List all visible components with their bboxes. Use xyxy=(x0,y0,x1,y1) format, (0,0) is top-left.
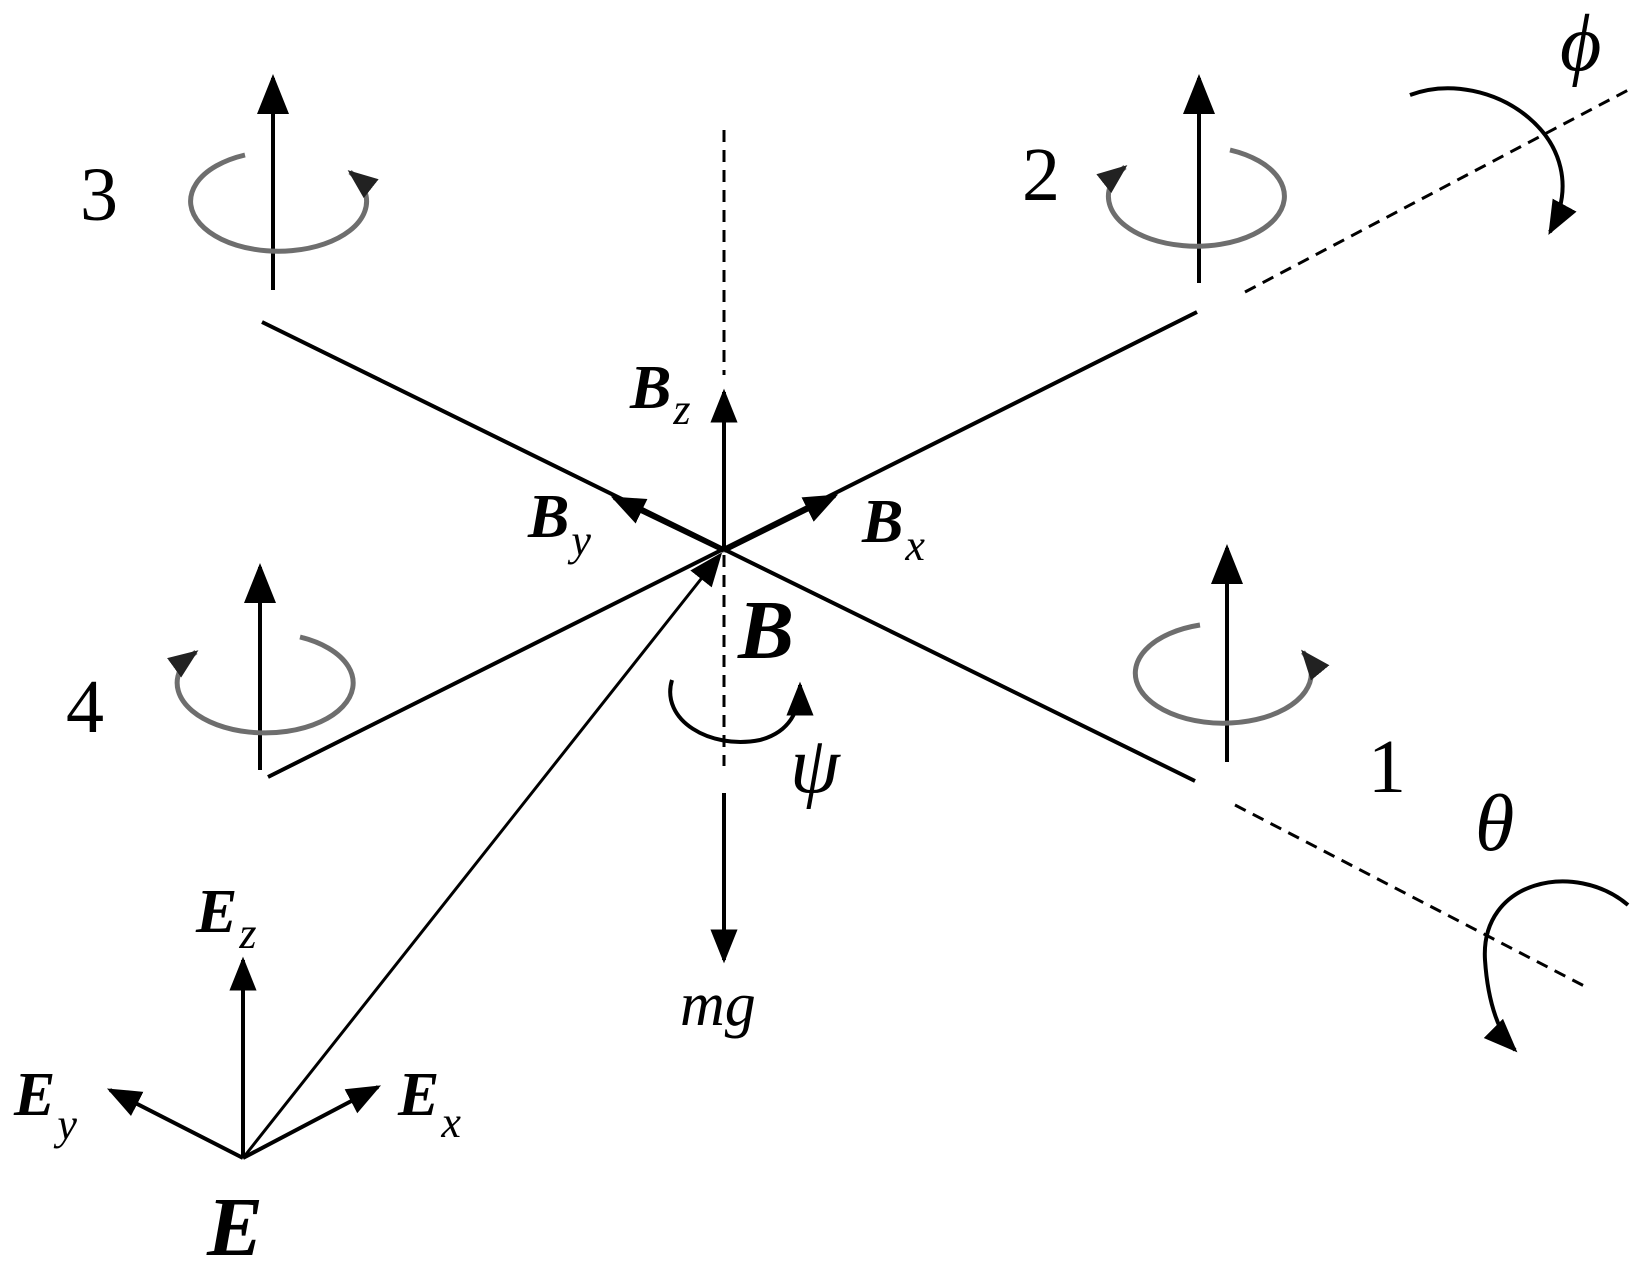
roll-rotation-arc xyxy=(1409,86,1577,235)
body-x-label: Bx xyxy=(861,488,925,570)
earth-x-axis-arrow xyxy=(242,1085,382,1160)
dashed-axes xyxy=(722,86,1633,991)
pitch-angle-label: θ xyxy=(1475,780,1514,868)
body-frame-axes xyxy=(610,388,839,553)
yaw-rotation-arc xyxy=(668,679,814,744)
body-origin-label: B xyxy=(737,584,794,677)
earth-origin-label: E xyxy=(206,1181,263,1271)
rotor-3-spin-arc xyxy=(188,152,379,254)
body-y-axis-arrow xyxy=(610,496,725,553)
rotor-1-spin-arc xyxy=(1132,622,1330,726)
body-z-label: Bz xyxy=(629,354,690,434)
rotor-4-spin-arc xyxy=(167,634,356,736)
arm-4-to-2 xyxy=(267,310,1198,779)
arm-3-to-1 xyxy=(261,320,1196,783)
roll-axis-dashed xyxy=(1244,86,1633,294)
earth-y-label: Ey xyxy=(13,1061,77,1149)
euler-rotation-arcs xyxy=(668,86,1630,1053)
rotor-1-label: 1 xyxy=(1368,725,1406,809)
gravity-label: mg xyxy=(680,971,756,1039)
quadrotor-arms xyxy=(261,310,1198,783)
rotor-3-label: 3 xyxy=(80,153,118,237)
pitch-rotation-arc xyxy=(1482,879,1630,1053)
rotor-2-label: 2 xyxy=(1022,133,1060,217)
rotor-2-spin-arc xyxy=(1096,147,1287,249)
earth-y-axis-arrow xyxy=(106,1088,244,1160)
earth-z-label: Ez xyxy=(195,878,256,958)
thrust-arrows xyxy=(244,74,1243,770)
body-x-axis-arrow xyxy=(723,494,839,553)
position-vector-arrow xyxy=(241,552,723,1159)
roll-angle-label: ϕ xyxy=(1560,0,1601,88)
earth-frame-axes xyxy=(106,956,382,1160)
earth-x-label: Ex xyxy=(397,1061,461,1147)
body-y-label: By xyxy=(527,483,591,565)
rotor-4-label: 4 xyxy=(66,665,104,749)
yaw-angle-label: ψ xyxy=(790,722,841,810)
pitch-axis-dashed xyxy=(1234,803,1591,991)
rotor-spin-arcs xyxy=(167,147,1330,736)
